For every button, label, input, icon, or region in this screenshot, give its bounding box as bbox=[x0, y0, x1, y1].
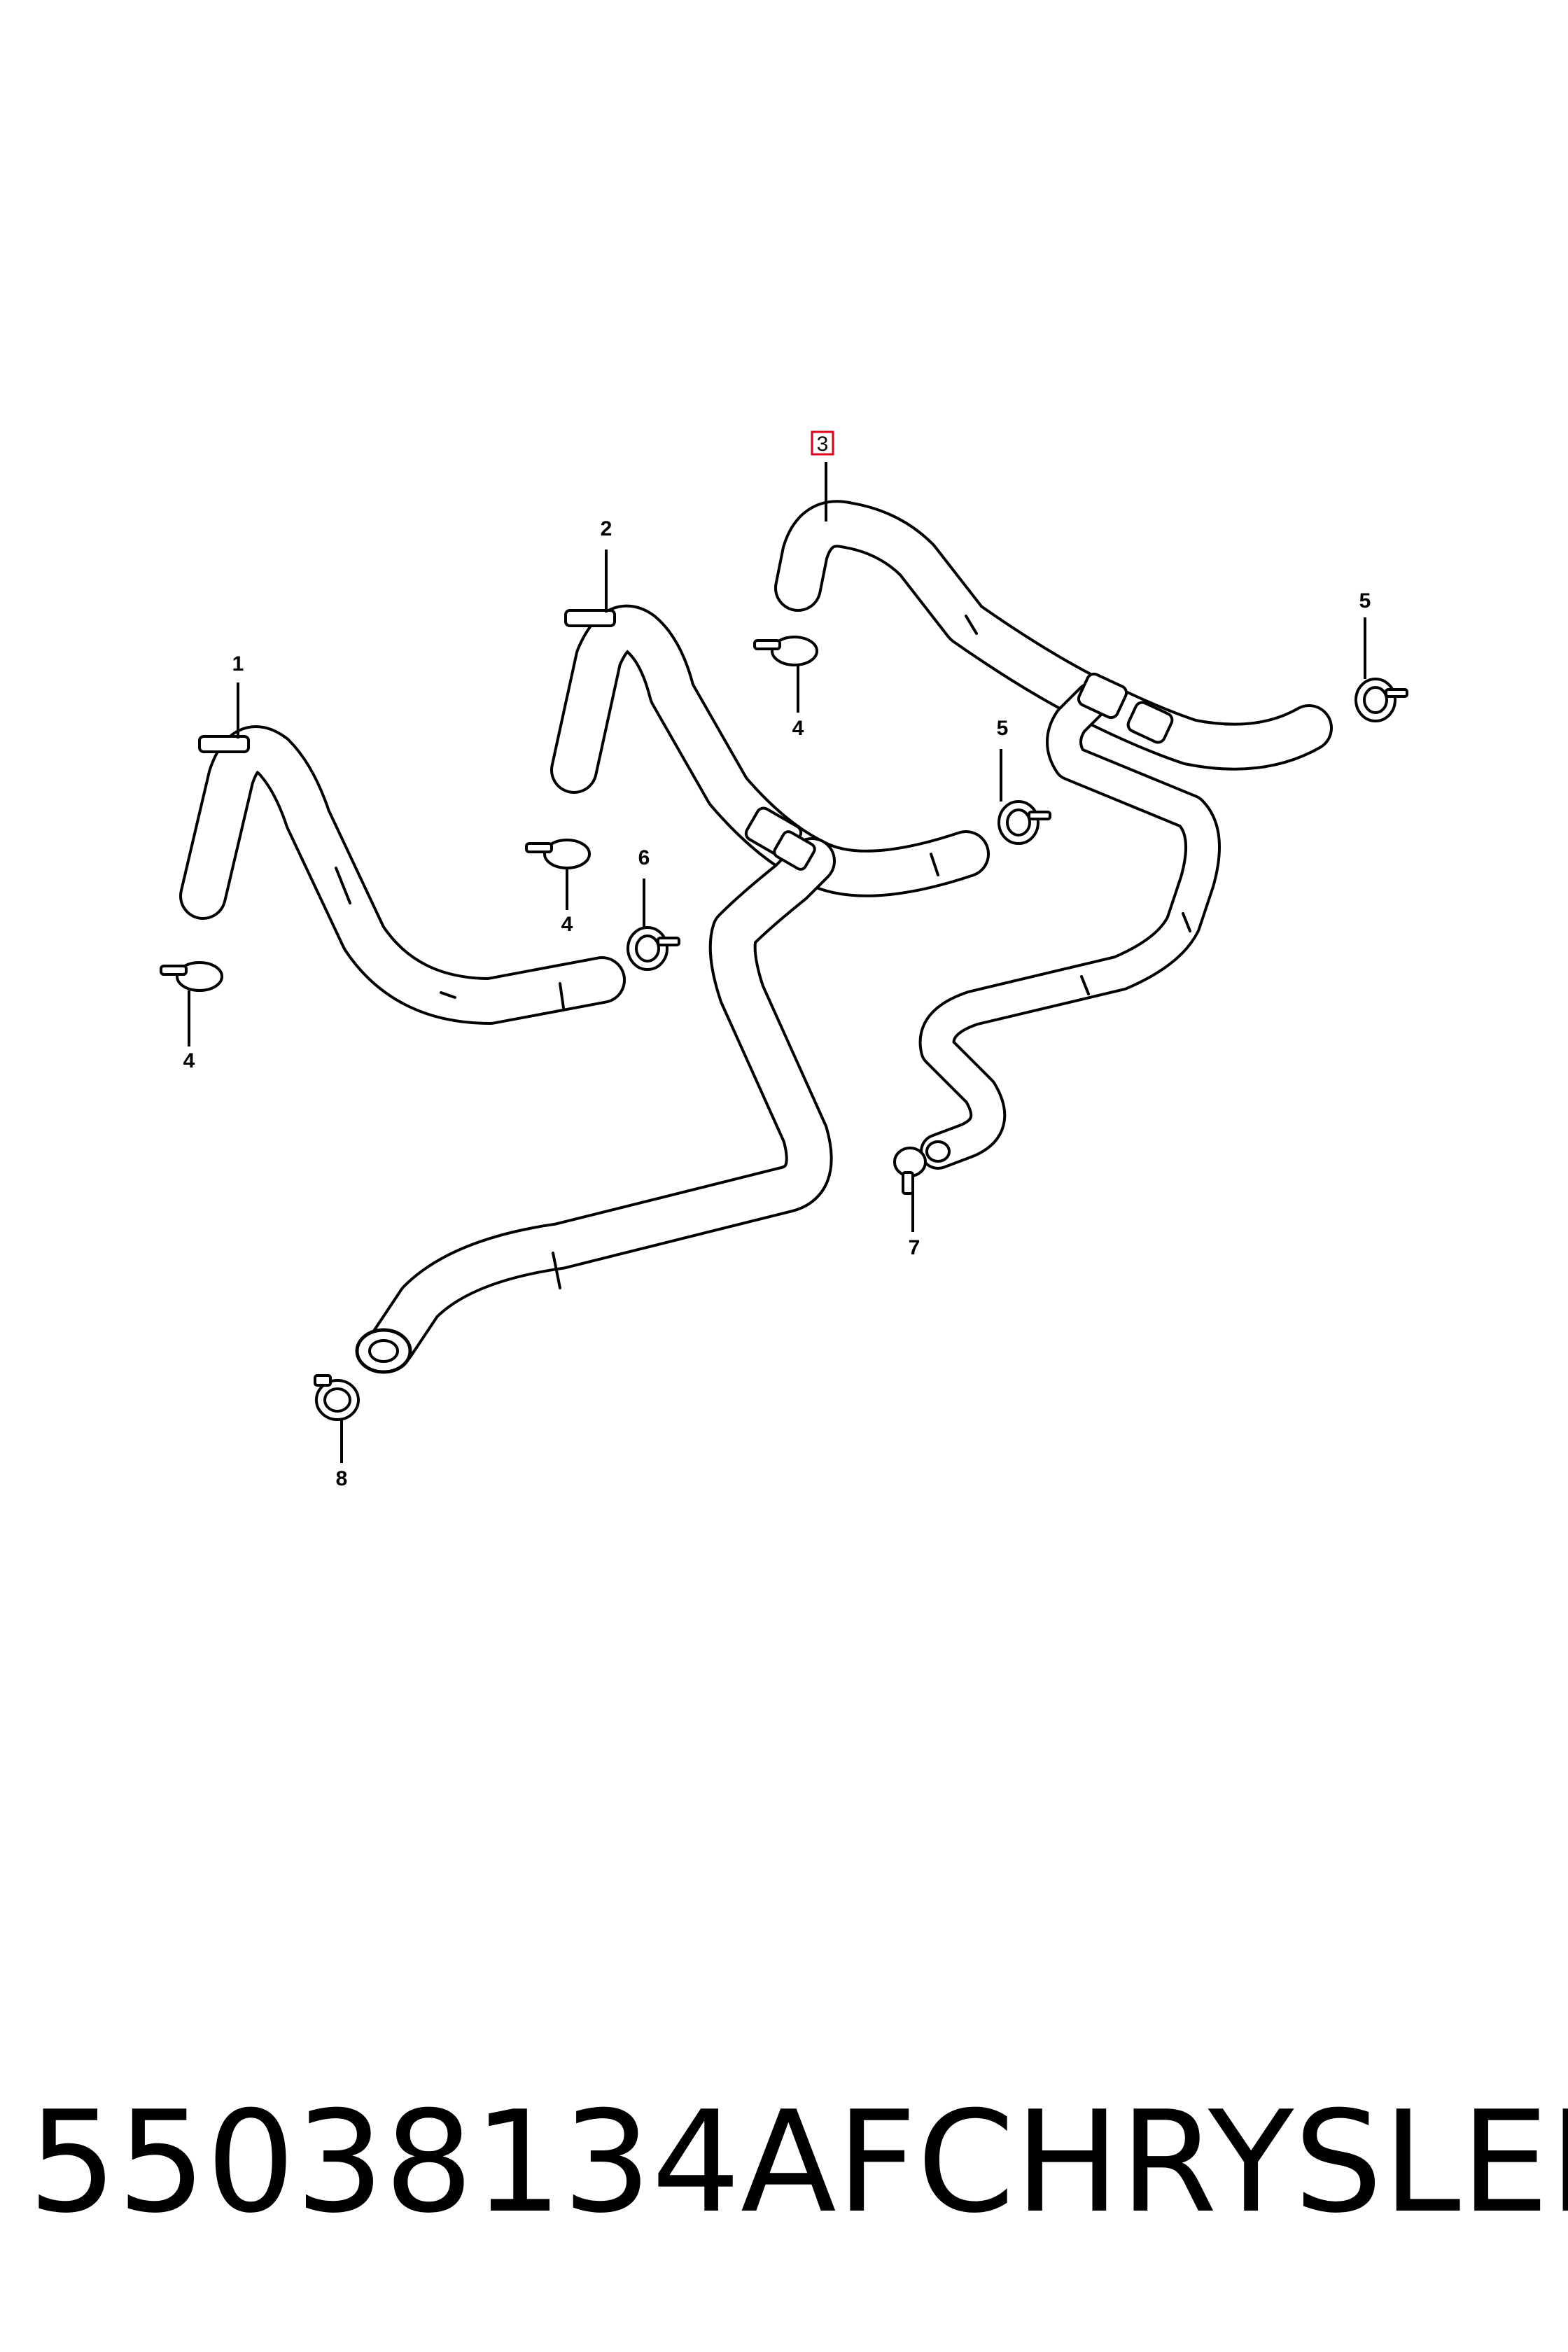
hose-part-2 bbox=[355, 604, 990, 1374]
clamp-2 bbox=[564, 609, 616, 627]
hose-part-3 bbox=[774, 500, 1333, 1170]
clamp-1 bbox=[198, 735, 250, 753]
callout-3: 3 bbox=[817, 433, 829, 456]
callout-4-left: 4 bbox=[183, 1049, 195, 1072]
clamp-4-top bbox=[753, 636, 818, 666]
brand-name: CHRYSLER bbox=[916, 2081, 1568, 2244]
part-number: 55038134AF bbox=[28, 2081, 917, 2244]
clamp-5-right bbox=[1354, 678, 1408, 722]
callout-6: 6 bbox=[638, 846, 650, 869]
callout-4-top: 4 bbox=[792, 717, 804, 740]
callout-2: 2 bbox=[601, 517, 612, 540]
callout-3-highlight-box bbox=[811, 430, 834, 456]
clamp-8 bbox=[314, 1374, 360, 1421]
callout-1: 1 bbox=[232, 652, 244, 676]
clamp-5-center bbox=[997, 800, 1051, 845]
callout-7: 7 bbox=[909, 1236, 920, 1259]
callout-5-center: 5 bbox=[997, 717, 1009, 740]
clamp-6 bbox=[626, 926, 680, 971]
callout-8: 8 bbox=[336, 1467, 348, 1490]
callout-5-right: 5 bbox=[1359, 589, 1371, 612]
clamp-4-left bbox=[160, 961, 223, 992]
callout-4-center: 4 bbox=[561, 913, 573, 936]
clamp-7 bbox=[893, 1147, 927, 1195]
clamp-4-center bbox=[525, 839, 591, 869]
hose-part-1 bbox=[179, 725, 626, 1025]
footer: 55038134AF CHRYSLER bbox=[28, 2072, 1568, 2254]
